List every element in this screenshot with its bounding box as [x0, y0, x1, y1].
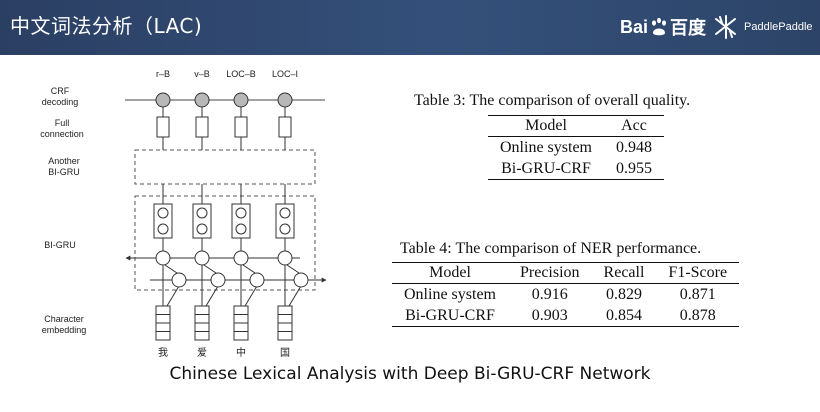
backward-gru-cell — [155, 250, 171, 266]
gru-output-unit — [235, 223, 247, 235]
table4-cell: 0.916 — [531, 286, 568, 303]
table3-cell: 0.955 — [604, 158, 664, 180]
gru-output-unit — [235, 207, 247, 219]
layer-label-crf-line-1: CRF — [51, 86, 70, 96]
forward-gru-cell — [293, 272, 309, 288]
full-connection-box — [278, 116, 292, 138]
full-connection-box — [234, 116, 248, 138]
table4-cell: 0.854 — [591, 305, 657, 327]
full-connection-box — [156, 116, 170, 138]
layer-label-full-line-1: Full — [55, 118, 70, 128]
slide-title: 中文词法分析（LAC) — [10, 14, 203, 38]
slide-caption: Chinese Lexical Analysis with Deep Bi-GR… — [169, 364, 651, 384]
connector-line — [242, 264, 256, 274]
table3-header-acc: Acc — [604, 115, 664, 137]
backward-gru-cell — [277, 250, 293, 266]
table3-cell: 0.948 — [616, 139, 652, 156]
table3: Model Acc Online system 0.948 Bi-GRU-CRF… — [488, 115, 664, 180]
connector-line — [286, 264, 300, 274]
table3-header-model: Model — [488, 115, 604, 137]
layer-label-another: Another BI-GRU — [48, 156, 80, 177]
baidu-logo-right-text: 百度 — [670, 18, 707, 38]
table-row: Bi-GRU-CRF 0.955 — [488, 158, 664, 180]
input-character: 国 — [280, 347, 290, 359]
input-character: 爱 — [197, 346, 207, 359]
gru-output-unit — [279, 223, 291, 235]
input-character: 中 — [236, 346, 246, 359]
gru-output-unit — [279, 207, 291, 219]
gru-output-unit — [196, 223, 208, 235]
another-bigru-box — [134, 149, 316, 185]
layer-label-bigru: BI-GRU — [44, 240, 76, 250]
bigru-box — [134, 195, 316, 291]
gru-output-unit — [196, 207, 208, 219]
connector-line — [288, 285, 302, 307]
layer-label-embed: Character embedding — [42, 314, 87, 335]
connector-line — [203, 264, 217, 274]
crf-tag-label: r–B — [156, 69, 170, 79]
table4-header-f1: F1-Score — [656, 262, 740, 284]
table4-cell: 0.878 — [656, 305, 740, 327]
layer-label-crf: CRF decoding — [42, 86, 79, 107]
crf-node — [155, 92, 171, 108]
table4-header-model: Model — [392, 262, 508, 284]
crf-tag-label: LOC–B — [226, 69, 256, 79]
table4-cell: 0.829 — [605, 286, 642, 303]
input-character: 我 — [158, 347, 168, 359]
table3-caption: Table 3: The comparison of overall quali… — [414, 92, 691, 109]
gru-output-unit — [157, 223, 169, 235]
layer-label-full: Full connection — [40, 118, 84, 139]
paddle-icon — [715, 15, 736, 39]
table4-cell: 0.871 — [679, 286, 716, 303]
forward-gru-cell — [171, 272, 187, 288]
table4-header-row: Model Precision Recall F1-Score — [392, 262, 740, 284]
connector-line — [164, 264, 178, 274]
crf-node — [277, 92, 293, 108]
table-row: Bi-GRU-CRF 0.903 0.854 0.878 — [392, 305, 740, 327]
backward-gru-cell — [233, 250, 249, 266]
layer-label-another-line-2: BI-GRU — [48, 167, 80, 177]
forward-gru-cell — [210, 272, 226, 288]
bi-gru-crf-diagram: CRF decoding Full connection Another BI-… — [40, 69, 327, 359]
crf-node — [233, 92, 249, 108]
forward-gru-cell — [249, 272, 265, 288]
layer-label-embed-line-2: embedding — [42, 325, 87, 335]
table-row: Online system 0.948 — [488, 137, 664, 159]
table4-cell: Bi-GRU-CRF — [392, 305, 508, 327]
paddlepaddle-logo-text: PaddlePaddle — [744, 21, 813, 33]
table4-cell: Online system — [404, 286, 496, 303]
table3-cell: Bi-GRU-CRF — [488, 158, 604, 180]
table3-header-row: Model Acc — [488, 115, 664, 137]
table4-header-recall: Recall — [591, 262, 657, 284]
header-bar: 中文词法分析（LAC) Bai 百度 PaddlePaddle — [0, 0, 820, 55]
paw-icon — [652, 17, 667, 36]
crf-node — [194, 92, 210, 108]
crf-tag-label: LOC–I — [272, 69, 298, 79]
full-connection-box — [195, 116, 209, 138]
baidu-logo: Bai 百度 — [620, 14, 706, 40]
baidu-logo-left-text: Bai — [620, 16, 649, 37]
connector-line — [166, 285, 180, 307]
connector-line — [205, 285, 219, 307]
layer-label-another-line-1: Another — [48, 156, 80, 166]
connector-line — [244, 285, 258, 307]
layer-label-crf-line-2: decoding — [42, 97, 79, 107]
table4-caption: Table 4: The comparison of NER performan… — [400, 240, 702, 257]
table4-cell: 0.903 — [508, 305, 592, 327]
crf-tag-label: v–B — [194, 69, 210, 79]
table-row: Online system 0.916 0.829 0.871 — [392, 284, 739, 306]
table4: Model Precision Recall F1-Score Online s… — [392, 262, 740, 327]
layer-label-full-line-2: connection — [40, 129, 84, 139]
backward-gru-cell — [194, 250, 210, 266]
table4-header-precision: Precision — [508, 262, 592, 284]
token-columns: r–B 我 v–B 爱 LOC–B 中 LOC–I 国 — [153, 69, 309, 359]
table3-cell: Online system — [500, 139, 592, 156]
layer-label-embed-line-1: Character — [44, 314, 84, 324]
paddlepaddle-logo: PaddlePaddle — [713, 14, 813, 40]
layer-label-bigru-line-1: BI-GRU — [44, 240, 76, 250]
gru-output-unit — [157, 207, 169, 219]
